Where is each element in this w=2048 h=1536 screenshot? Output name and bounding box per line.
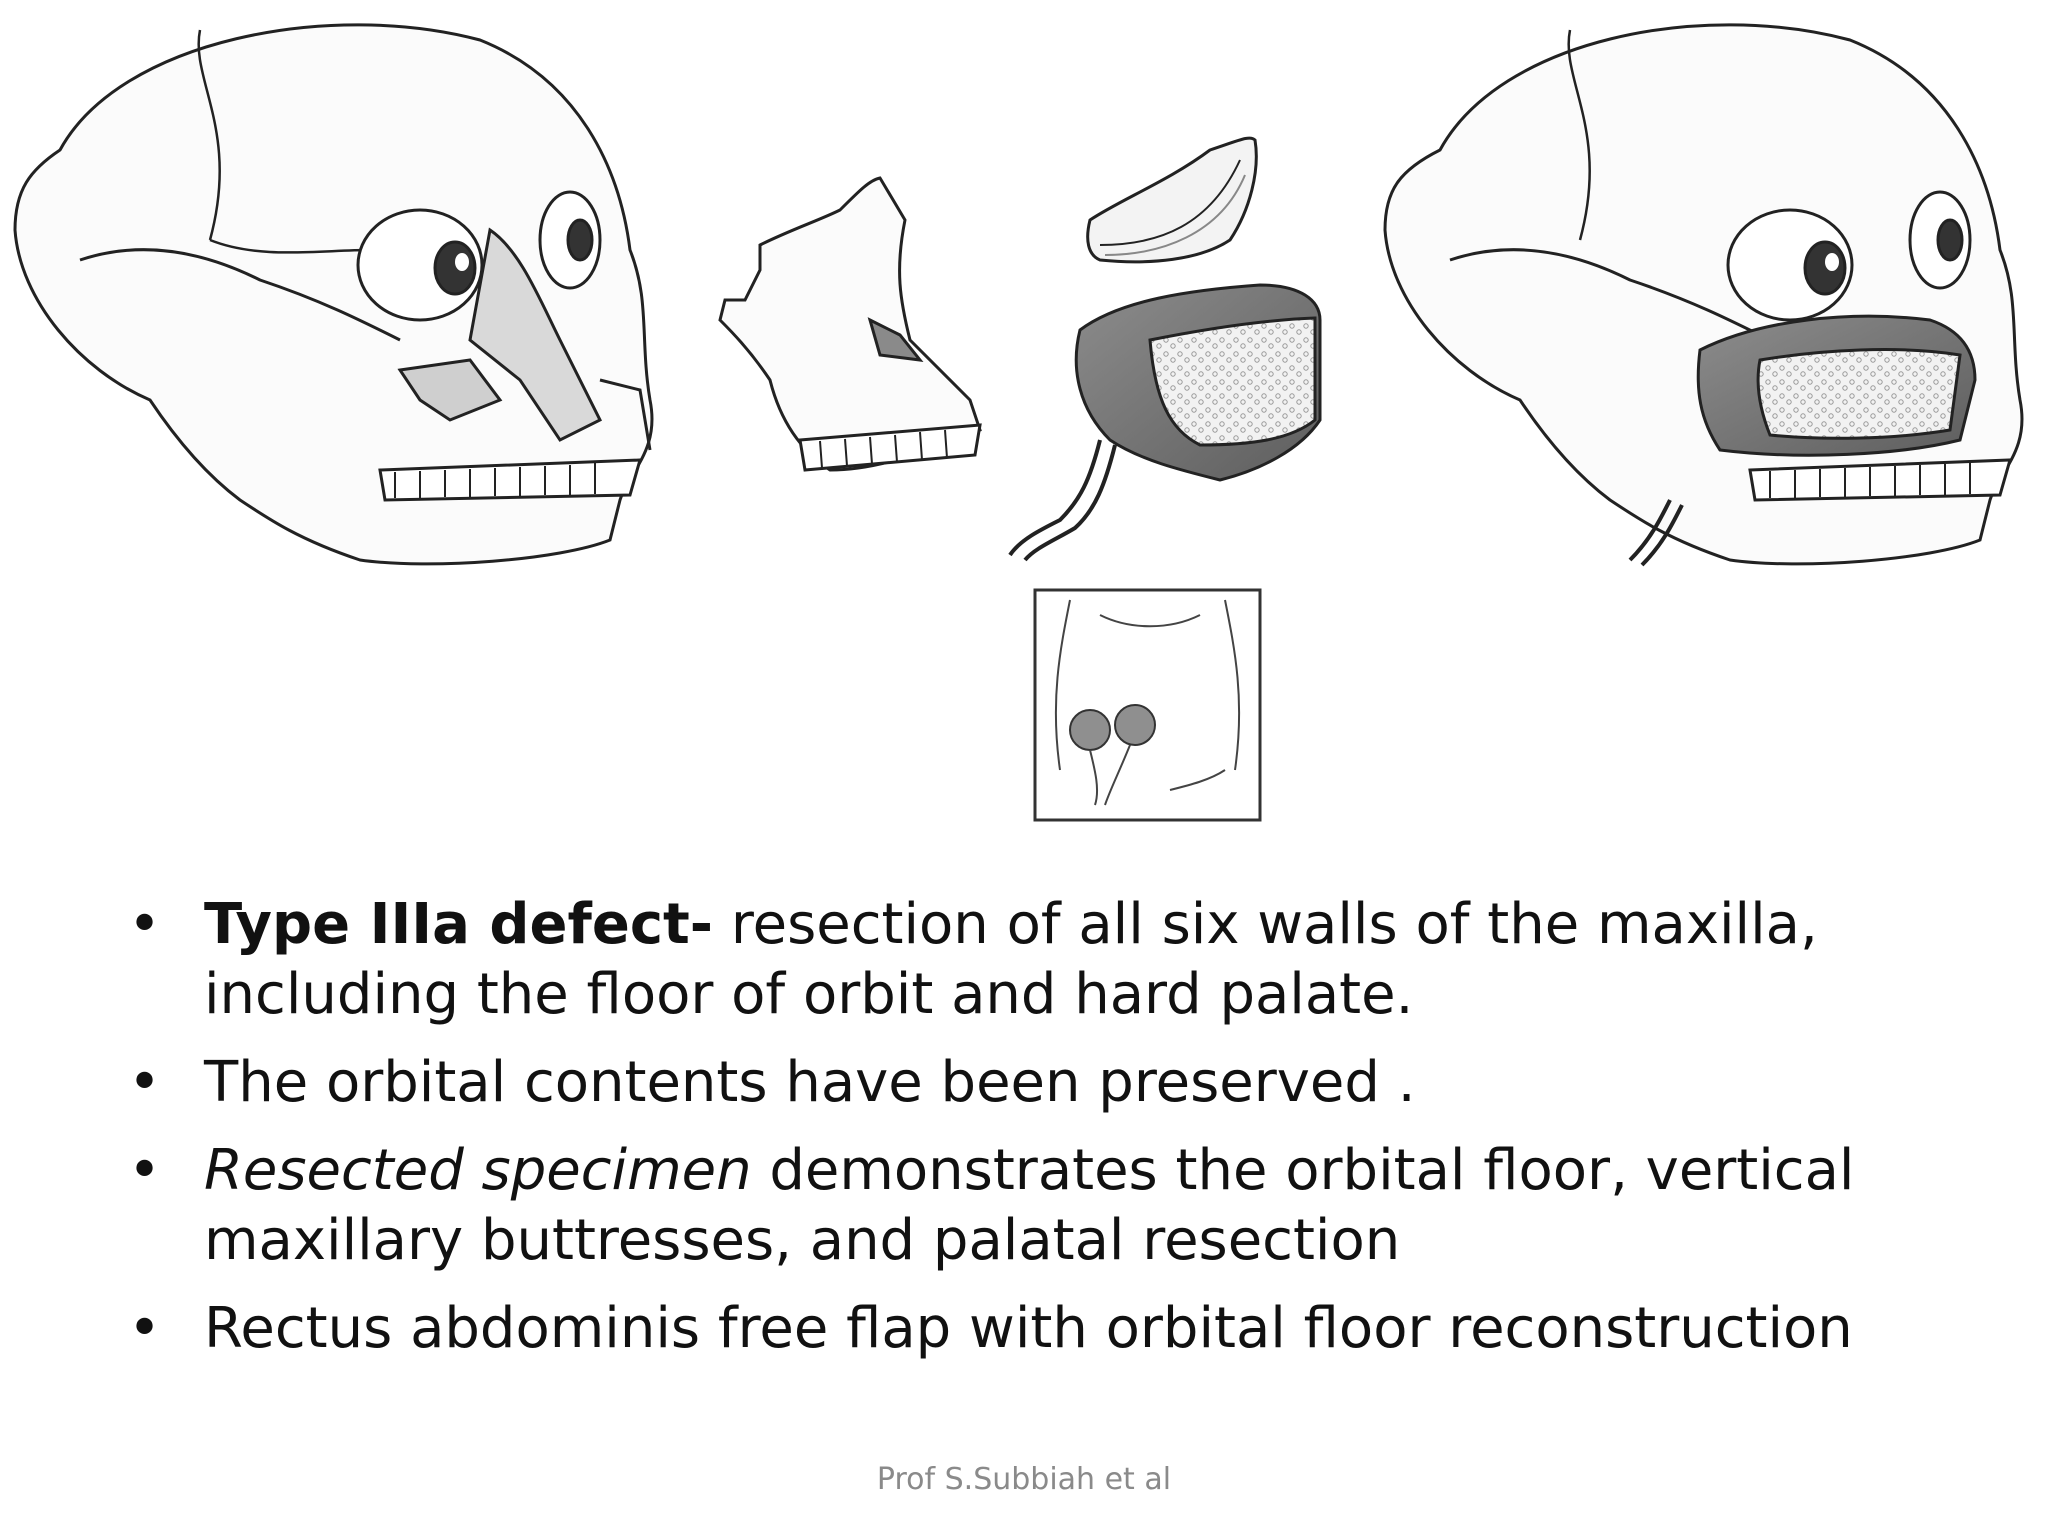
resected-specimen-figure [718,176,982,472]
left-skull-figure [13,23,654,566]
orbital-floor-graft-figure [1086,136,1258,264]
rectus-flap-figure [1008,283,1322,562]
bullet-list: Type IIIa defect- resection of all six w… [120,890,2000,1382]
bullet-text: demonstrates the orbital floor, vertical… [204,1138,1855,1273]
bullet-item-orbital-contents: The orbital contents have been preserved… [120,1048,2000,1118]
bullet-text: The orbital contents have been preserved… [204,1050,1416,1115]
bullet-text: Rectus abdominis free flap with orbital … [204,1296,1853,1361]
donor-site-inset [1033,588,1262,822]
right-skull-figure [1383,23,2024,567]
bullet-bold-lead: Type IIIa defect- [204,892,714,957]
bullet-italic-lead: Resected specimen [204,1138,752,1203]
illustration-area [13,23,2024,822]
bullet-item-type-defect: Type IIIa defect- resection of all six w… [120,890,2000,1030]
bullet-item-resected-specimen: Resected specimen demonstrates the orbit… [120,1136,2000,1276]
bullet-item-rectus-flap: Rectus abdominis free flap with orbital … [120,1294,2000,1364]
bullet-text: resection of all six walls of the maxill… [204,892,1818,1027]
footer-credit: Prof S.Subbiah et al [876,1462,1172,1497]
